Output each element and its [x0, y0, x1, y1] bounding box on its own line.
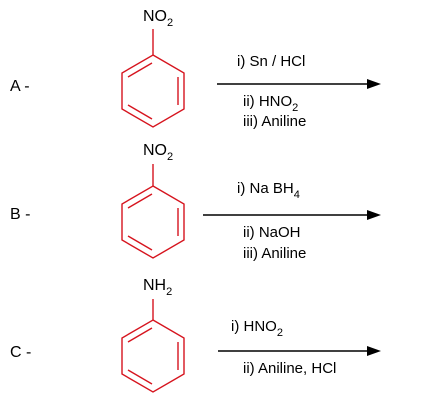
reaction-b-label: B - [10, 206, 30, 223]
reaction-a-label: A - [10, 78, 30, 95]
reaction-c-arrow [218, 346, 381, 356]
reaction-b-step-1: i) Na BH4 [237, 180, 300, 201]
reaction-c-group: NH2 [143, 277, 172, 298]
reaction-a-arrow [217, 79, 381, 89]
reaction-c-group-sub: 2 [166, 286, 172, 298]
reaction-b-double-bond-2 [127, 193, 153, 209]
reaction-c-ring-outer [121, 319, 185, 393]
reaction-c-group-main: NH [143, 277, 166, 294]
reaction-b-double-bond-3 [127, 235, 153, 251]
reaction-a-benzene-ring [121, 29, 185, 128]
reaction-c-step-2: ii) Aniline, HCl [243, 360, 336, 377]
reaction-a-group: NO2 [143, 8, 173, 29]
reaction-b-group-main: NO [143, 142, 167, 159]
reaction-a-ring-outer [121, 54, 185, 128]
reaction-a-step-1: i) Sn / HCl [237, 53, 305, 70]
reaction-b-benzene-ring [121, 164, 185, 259]
reaction-a-double-bond-3 [127, 104, 153, 120]
reaction-a-step-2: ii) HNO2 [243, 93, 298, 114]
reaction-b-group-sub: 2 [167, 151, 173, 163]
reaction-a-step-3: iii) Aniline [243, 113, 306, 130]
reaction-b-ring-outer [121, 185, 185, 259]
reaction-b-arrow [203, 210, 381, 220]
svg-text:NO2: NO2 [143, 142, 173, 163]
svg-text:NH2: NH2 [143, 277, 172, 298]
reaction-c-benzene-ring [121, 299, 185, 393]
reaction-b-step-2: ii) NaOH [243, 224, 301, 241]
reaction-c-step-1: i) HNO2 [231, 318, 283, 339]
svg-text:NO2: NO2 [143, 8, 173, 29]
reaction-a-group-main: NO [143, 8, 167, 25]
reaction-a-double-bond-2 [127, 62, 153, 78]
reaction-c-label: C - [10, 344, 31, 361]
reaction-c-double-bond-2 [127, 327, 153, 343]
reaction-c-double-bond-3 [127, 369, 153, 385]
reaction-b-step-3: iii) Aniline [243, 245, 306, 262]
reaction-a-group-sub: 2 [167, 17, 173, 29]
reaction-b-group: NO2 [143, 142, 173, 163]
